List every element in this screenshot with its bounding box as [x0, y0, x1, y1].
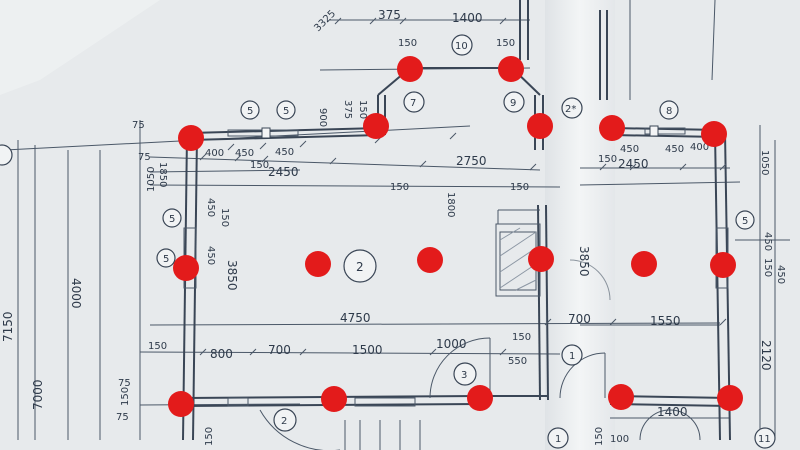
dim-label: 3850 [225, 260, 239, 291]
paper-fold [545, 0, 615, 450]
dim-label: 2450 [268, 165, 299, 179]
dim-label: 450 [775, 265, 786, 284]
axis-tag: 5 [283, 106, 289, 117]
dim-label: 7150 [1, 311, 15, 342]
dim-label: 400 [205, 148, 224, 159]
marker-dot [321, 386, 347, 412]
paper-glare [0, 0, 160, 95]
dim-label: 1400 [657, 405, 688, 419]
dim-label: 700 [268, 343, 291, 357]
dim-label: 150 [398, 38, 417, 49]
marker-dot [528, 246, 554, 272]
dim-label: 150 [204, 427, 215, 446]
dim-label: 1850 [157, 162, 168, 187]
marker-dot [527, 113, 553, 139]
dim-label: 1000 [436, 337, 467, 351]
dim-label: 1800 [445, 192, 456, 217]
marker-dot [173, 255, 199, 281]
room-number: 2 [356, 260, 364, 274]
axis-tag: 7 [410, 98, 416, 109]
dim-label: 400 [690, 142, 709, 153]
axis-tag: 10 [455, 41, 468, 52]
marker-dot [701, 121, 727, 147]
dim-label: 3850 [577, 246, 591, 277]
axis-tag: 1 [569, 351, 575, 362]
dim-label: 450 [620, 144, 639, 155]
axis-tag: 1 [555, 434, 561, 445]
dim-label: 375 [378, 8, 401, 22]
dim-label: 7000 [31, 379, 45, 410]
stair-lines [344, 420, 421, 450]
dim-label: 2750 [456, 154, 487, 168]
dim-label: 150 [219, 208, 230, 227]
marker-dot [631, 251, 657, 277]
dim-label: 4750 [340, 311, 371, 325]
room-callouts: 2 3 5 5 5 5 5 7 8 9 10 2 1 1 11 2* [0, 34, 776, 449]
axis-tag: 11 [758, 434, 771, 445]
dim-label: 150 [357, 100, 368, 119]
dim-label: 75 [138, 152, 151, 163]
axis-tag: 9 [510, 98, 516, 109]
marker-dot [467, 385, 493, 411]
dim-label: 150 [148, 341, 167, 352]
dim-label: 150 [762, 258, 773, 277]
dim-label: 450 [235, 148, 254, 159]
dim-label: 450 [205, 246, 216, 265]
dim-label: 75 [116, 412, 129, 423]
dim-label: 150 [512, 332, 531, 343]
marker-dot [178, 125, 204, 151]
axis-tag: 5 [247, 106, 253, 117]
door-arcs [259, 259, 701, 450]
marker-dot [417, 247, 443, 273]
dim-label: 150 [598, 154, 617, 165]
marker-dot [305, 251, 331, 277]
dim-label: 150 [390, 182, 409, 193]
room-number: 3 [461, 370, 467, 381]
dim-label: 800 [210, 347, 233, 361]
dim-label: 100 [610, 434, 629, 445]
dim-label: 150 [510, 182, 529, 193]
dim-label: 450 [275, 147, 294, 158]
marker-dot [363, 113, 389, 139]
dim-label: 450 [205, 198, 216, 217]
axis-tag: 2* [565, 104, 576, 115]
dim-label: 2120 [759, 340, 773, 371]
marker-dot [599, 115, 625, 141]
dimension-ticks [199, 17, 727, 356]
dim-label: 150 [250, 160, 269, 171]
marker-dot [168, 391, 194, 417]
axis-tag: 8 [666, 106, 672, 117]
dim-label: 1050 [759, 150, 770, 175]
red-markers [168, 56, 743, 417]
marker-dot [608, 384, 634, 410]
marker-dot [498, 56, 524, 82]
dim-label: 150 [496, 38, 515, 49]
dim-label: 1050 [146, 167, 157, 192]
dim-label: 1550 [650, 314, 681, 328]
dim-label: 550 [508, 356, 527, 367]
dim-label: 1500 [352, 343, 383, 357]
dim-label: 900 [317, 108, 328, 127]
dim-label: 75 [118, 378, 131, 389]
axis-tag: 5 [742, 216, 748, 227]
axis-tag: 5 [163, 254, 169, 265]
marker-dot [717, 385, 743, 411]
left-dimension-lines [17, 120, 141, 440]
dim-label: 700 [568, 312, 591, 326]
dim-label: 450 [665, 144, 684, 155]
dim-label: 75 [132, 120, 145, 131]
marker-dot [710, 252, 736, 278]
dim-label: 1400 [452, 11, 483, 25]
dim-label: 150 [594, 427, 605, 446]
dim-label: 4000 [69, 278, 83, 309]
dim-label: 2450 [618, 157, 649, 171]
dim-label: 375 [342, 100, 353, 119]
axis-tag: 2 [281, 416, 287, 427]
dim-label: 150 [120, 387, 131, 406]
axis-tag: 5 [169, 214, 175, 225]
dim-label: 450 [762, 232, 773, 251]
marker-dot [397, 56, 423, 82]
